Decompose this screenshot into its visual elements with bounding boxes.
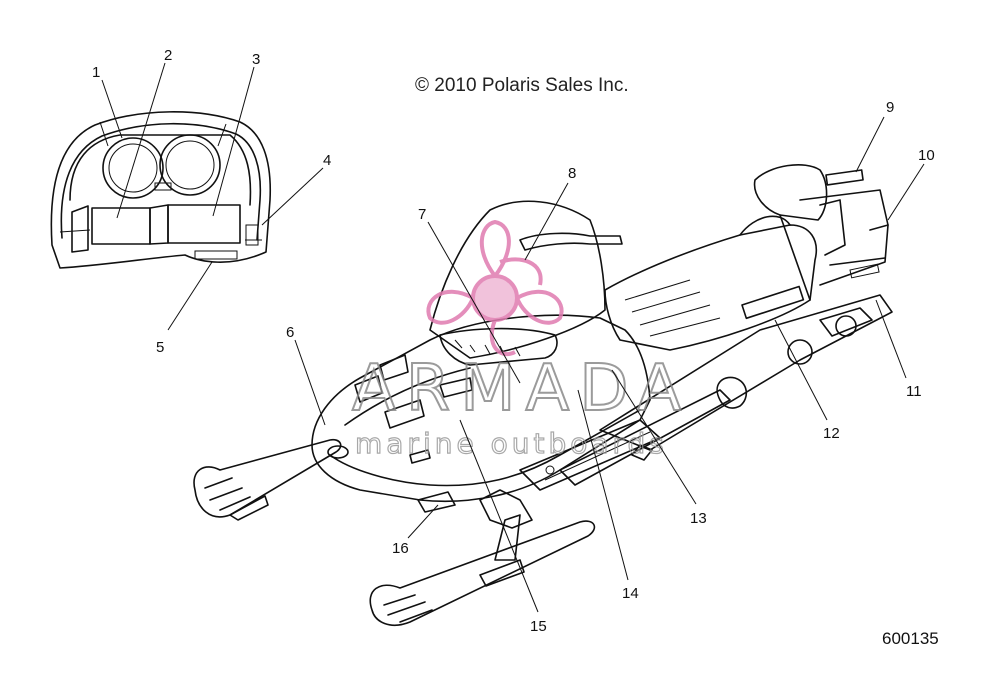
callout-13: 13 [690,510,707,527]
callout-numbers: 1 2 3 4 5 6 7 8 9 10 11 12 13 14 15 16 [92,47,935,635]
copyright-text: © 2010 Polaris Sales Inc. [415,75,629,96]
callout-8: 8 [568,165,576,182]
callout-3: 3 [252,51,260,68]
diagram-code: 600135 [882,629,939,648]
dashboard-inset [50,111,272,269]
callout-16: 16 [392,540,409,557]
callout-10: 10 [918,147,935,164]
snowmobile-drawing [193,164,893,626]
callout-4: 4 [323,152,331,169]
callout-6: 6 [286,324,294,341]
watermark-subtitle: marine outboards [355,427,668,460]
callout-5: 5 [156,339,164,356]
callout-14: 14 [622,585,639,602]
callout-7: 7 [418,206,426,223]
callout-12: 12 [823,425,840,442]
callout-1: 1 [92,64,100,81]
watermark-logo-icon [426,219,564,357]
callout-9: 9 [886,99,894,116]
callout-15: 15 [530,618,547,635]
callout-2: 2 [164,47,172,64]
callout-leaders [101,62,925,613]
callout-11: 11 [906,383,922,400]
watermark-title: ARMADA [352,352,691,426]
watermark: ARMADA marine outboards [351,219,691,461]
